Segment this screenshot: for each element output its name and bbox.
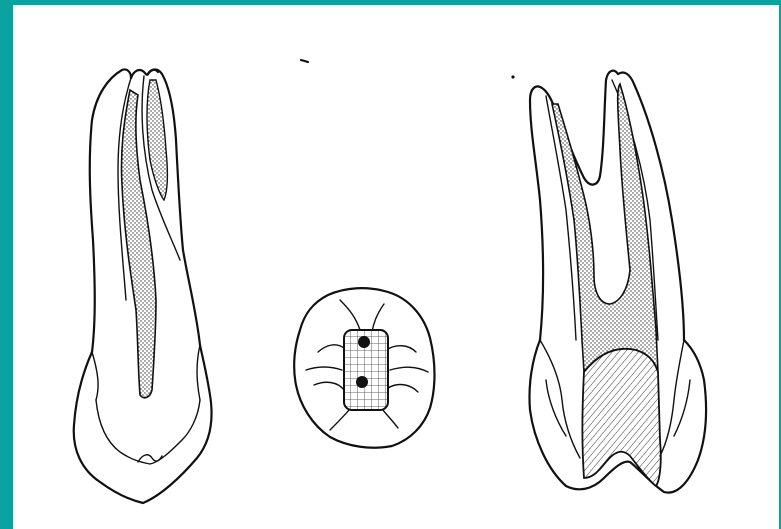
ink-speck bbox=[301, 60, 308, 62]
tooth-occlusal-view-icon bbox=[294, 288, 434, 448]
tooth-side-view-icon bbox=[74, 69, 212, 503]
tooth-sectioned-view-icon bbox=[529, 71, 706, 493]
ink-speck bbox=[511, 75, 514, 78]
